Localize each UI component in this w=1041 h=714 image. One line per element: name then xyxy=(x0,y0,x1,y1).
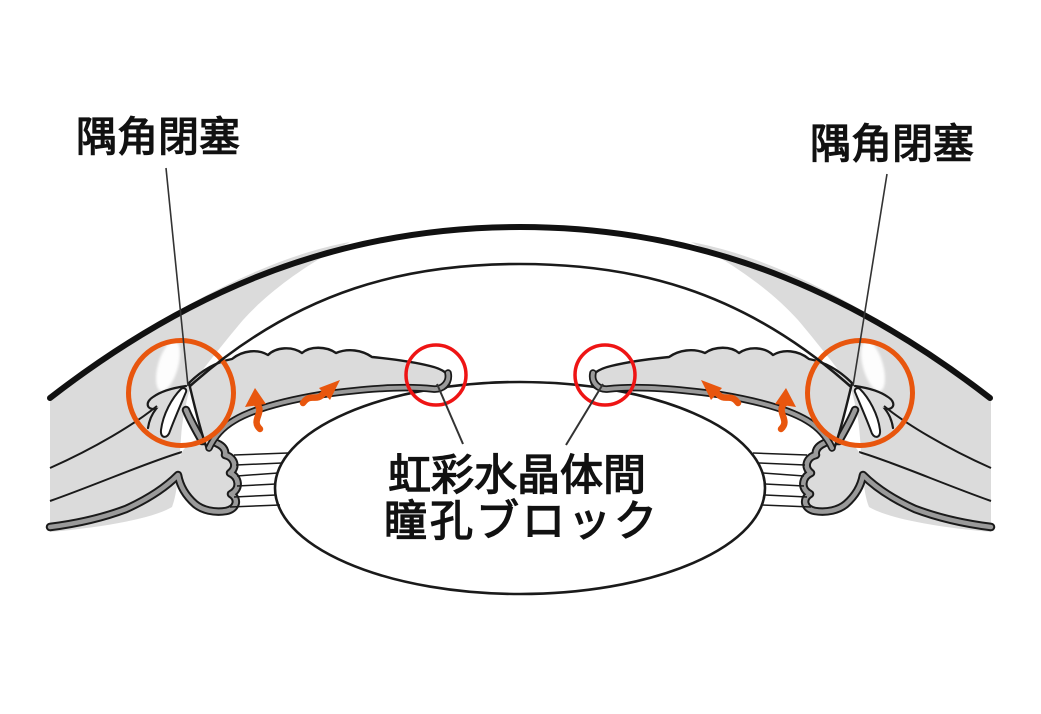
flow-arrow-diagonal-shaft xyxy=(299,389,328,407)
pigment-band xyxy=(47,407,240,530)
label-pupil-block-line2: 瞳孔ブロック xyxy=(384,497,660,546)
flow-arrow-up-head xyxy=(245,388,266,407)
label-angle-closure-left: 隅角閉塞 xyxy=(76,114,240,160)
leader-line-left-pupil-block xyxy=(436,383,464,445)
scleral-line-lower xyxy=(49,451,183,502)
leader-line-right-pupil-block xyxy=(565,383,604,446)
lens-ellipse xyxy=(273,380,767,596)
angle-closure-circle-left xyxy=(126,338,236,448)
trabecular-highlight xyxy=(156,340,180,392)
leader-line-left-angle xyxy=(165,167,189,387)
flow-arrow-diagonal-head xyxy=(319,380,340,400)
zonule-fibers-left xyxy=(229,452,289,508)
label-angle-closure-right: 隅角閉塞 xyxy=(810,121,974,167)
cornea-inner-arc xyxy=(188,262,852,388)
cornea-outer-arc xyxy=(47,223,993,401)
label-pupil-block-line1: 虹彩水晶体間 xyxy=(388,452,646,500)
pupil-block-circle-left xyxy=(404,343,468,407)
sclera-left xyxy=(50,242,350,532)
scleral-spur-fold xyxy=(146,384,188,430)
leader-line-right-angle xyxy=(852,173,888,387)
scleral-line-upper xyxy=(49,405,158,469)
flow-arrows-left xyxy=(245,380,340,433)
ciliary-sulcus-gap xyxy=(159,387,188,438)
flow-arrow-up-shaft xyxy=(252,399,264,433)
